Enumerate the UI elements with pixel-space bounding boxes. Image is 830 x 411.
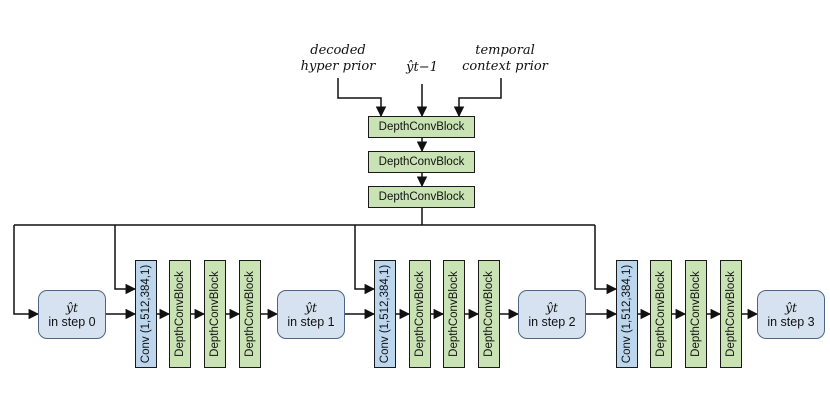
state-2-symbol: ŷt	[545, 299, 559, 315]
state-0-symbol: ŷt	[65, 299, 79, 315]
stage-1-depthconvblock-1: DepthConvBlock	[169, 260, 191, 368]
bus-to-conv-2	[354, 225, 376, 295]
stage-2-depthconvblock-3: DepthConvBlock	[478, 260, 500, 368]
stage-1-block-3-label: DepthConvBlock	[244, 271, 256, 357]
bus-to-state-0	[13, 225, 40, 320]
hyper-prior-label-line-2: hyper prior	[300, 59, 376, 74]
stage-1-depthconvblock-3: DepthConvBlock	[239, 260, 261, 368]
stage-2-depthconvblock-2: DepthConvBlock	[443, 260, 465, 368]
bus-to-conv-1	[114, 225, 137, 295]
stage-1-conv: Conv (1,512,384,1)	[135, 260, 157, 368]
stage-2-conv: Conv (1,512,384,1)	[374, 260, 396, 368]
stage-3-conv-label: Conv (1,512,384,1)	[621, 264, 634, 364]
state-step-2: ŷt in step 2	[518, 290, 586, 339]
stage-3-block-1-label: DepthConvBlock	[655, 271, 667, 357]
stage-3-depthconvblock-3: DepthConvBlock	[720, 260, 742, 368]
stage-2-block-2-label: DepthConvBlock	[448, 271, 460, 357]
prev-latent-label: ŷt−1	[406, 60, 438, 75]
arrow-temporal-prior	[453, 78, 502, 118]
stage-3-block-2-label: DepthConvBlock	[690, 271, 702, 357]
arrow-hyper-prior	[337, 78, 387, 118]
state-1-step-label: in step 1	[287, 314, 335, 329]
state-1-symbol: ŷt	[304, 299, 318, 315]
state-step-0: ŷt in step 0	[38, 290, 106, 339]
stage-2-depthconvblock-1: DepthConvBlock	[409, 260, 431, 368]
bus-to-conv-3	[594, 225, 618, 295]
stage-1-block-1-label: DepthConvBlock	[174, 271, 186, 357]
stage-2-block-3-label: DepthConvBlock	[483, 271, 495, 357]
state-3-step-label: in step 3	[767, 314, 815, 329]
stage-2-block-1-label: DepthConvBlock	[414, 271, 426, 357]
stage-3-depthconvblock-1: DepthConvBlock	[650, 260, 672, 368]
stage-1-block-2-label: DepthConvBlock	[209, 271, 221, 357]
feature-bus	[14, 208, 595, 226]
stage-3-conv: Conv (1,512,384,1)	[616, 260, 638, 368]
temporal-prior-label-line-1: temporal	[475, 43, 535, 58]
hyper-prior-label-line-1: decoded	[310, 43, 366, 58]
state-0-step-label: in step 0	[48, 314, 96, 329]
state-3-symbol: ŷt	[784, 299, 798, 315]
prior-depthconvblock-1: DepthConvBlock	[368, 116, 475, 138]
stage-3-block-3-label: DepthConvBlock	[725, 271, 737, 357]
prior-depthconvblock-3: DepthConvBlock	[368, 186, 475, 208]
temporal-prior-label-line-2: context prior	[462, 59, 548, 74]
stage-3-depthconvblock-2: DepthConvBlock	[685, 260, 707, 368]
temporal-prior-label: temporal context prior	[450, 43, 560, 75]
stage-1-conv-label: Conv (1,512,384,1)	[140, 264, 153, 364]
hyper-prior-label: decoded hyper prior	[288, 43, 388, 75]
prior-depthconvblock-2: DepthConvBlock	[368, 151, 475, 173]
stage-1-depthconvblock-2: DepthConvBlock	[204, 260, 226, 368]
state-step-1: ŷt in step 1	[277, 290, 345, 339]
stage-2-conv-label: Conv (1,512,384,1)	[379, 264, 392, 364]
state-2-step-label: in step 2	[528, 314, 576, 329]
state-step-3: ŷt in step 3	[757, 290, 825, 339]
